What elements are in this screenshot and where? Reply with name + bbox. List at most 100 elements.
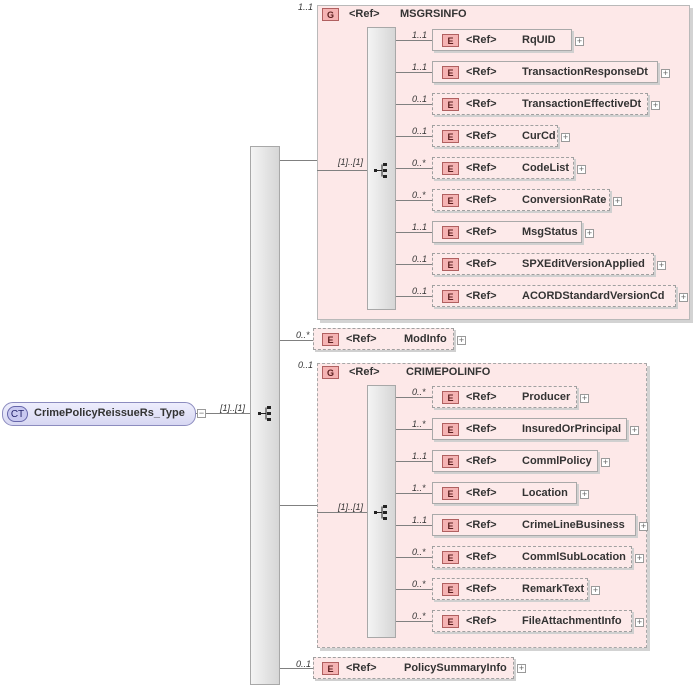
element-badge: E <box>442 423 459 436</box>
root-sequence-cardinality: [1]..[1] <box>220 403 246 413</box>
connector <box>317 170 367 171</box>
element-commlsublocation[interactable]: E<Ref>CommlSubLocation <box>432 546 632 568</box>
element-badge: E <box>322 662 339 675</box>
element-spxeditversionapplied[interactable]: E<Ref>SPXEditVersionApplied <box>432 253 654 275</box>
expand-toggle[interactable]: + <box>639 521 648 531</box>
element-curcd[interactable]: E<Ref>CurCd <box>432 125 558 147</box>
element-modinfo[interactable] <box>313 328 454 350</box>
element-name: RqUID <box>522 34 556 46</box>
expand-toggle[interactable]: + <box>661 68 670 78</box>
element-cardinality: 1..* <box>412 483 426 493</box>
expand-toggle[interactable]: + <box>585 228 594 238</box>
element-ref-label: <Ref> <box>466 455 497 467</box>
element-cardinality: 1..1 <box>412 30 428 40</box>
connector <box>396 525 432 526</box>
element-policysummaryinfo[interactable] <box>313 657 514 679</box>
element-name: CommlSubLocation <box>522 551 626 563</box>
expand-toggle[interactable]: + <box>575 36 584 46</box>
element-name: MsgStatus <box>522 226 578 238</box>
connector <box>279 505 317 506</box>
element-transactioneffectivedt[interactable]: E<Ref>TransactionEffectiveDt <box>432 93 648 115</box>
element-conversionrate[interactable]: E<Ref>ConversionRate <box>432 189 610 211</box>
connector <box>279 340 313 341</box>
element-badge: E <box>442 98 459 111</box>
element-insuredorprincipal[interactable]: E<Ref>InsuredOrPrincipal <box>432 418 627 440</box>
element-location[interactable]: E <Ref> Location <box>432 482 577 504</box>
element-cardinality: 1..1 <box>412 222 428 232</box>
root-type-box[interactable] <box>2 402 196 426</box>
connector <box>396 493 432 494</box>
expand-toggle[interactable]: + <box>679 292 688 302</box>
element-ref-label: <Ref> <box>466 391 497 403</box>
element-cardinality: 0..1 <box>412 94 428 104</box>
expand-toggle[interactable]: + <box>635 617 644 627</box>
element-badge: E <box>442 130 459 143</box>
expand-toggle[interactable]: + <box>591 585 600 595</box>
element-badge: E <box>442 551 459 564</box>
connector <box>396 296 432 297</box>
expand-toggle[interactable]: + <box>635 553 644 563</box>
sequence-icon <box>374 163 387 178</box>
element-name: Location <box>522 487 568 499</box>
expand-toggle[interactable]: + <box>651 100 660 110</box>
element-name: SPXEditVersionApplied <box>522 258 645 270</box>
element-name: CrimeLineBusiness <box>522 519 625 531</box>
element-msgstatus[interactable]: E<Ref>MsgStatus <box>432 221 582 243</box>
expand-toggle[interactable]: + <box>580 489 589 499</box>
connector <box>396 200 432 201</box>
complex-type-badge: CT <box>7 406 28 422</box>
element-acordstandardversioncd[interactable]: E<Ref>ACORDStandardVersionCd <box>432 285 676 307</box>
element-cardinality: 1..1 <box>412 515 428 525</box>
group-ref-label: <Ref> <box>349 8 380 20</box>
element-codelist[interactable]: E<Ref>CodeList <box>432 157 574 179</box>
element-name: ACORDStandardVersionCd <box>522 290 665 302</box>
element-cardinality: 1..* <box>412 419 426 429</box>
element-ref-label: <Ref> <box>346 333 377 345</box>
element-badge: E <box>442 226 459 239</box>
root-type-name: CrimePolicyReissueRs_Type <box>34 407 185 419</box>
element-cardinality: 0..* <box>412 387 426 397</box>
element-ref-label: <Ref> <box>466 290 497 302</box>
element-badge: E <box>442 487 459 500</box>
expand-toggle[interactable]: + <box>580 393 589 403</box>
element-badge: E <box>442 391 459 404</box>
element-cardinality: 0..* <box>296 330 310 340</box>
element-cardinality: 0..* <box>412 547 426 557</box>
element-cardinality: 0..* <box>412 190 426 200</box>
group-name: CRIMEPOLINFO <box>406 366 491 378</box>
connector <box>317 512 367 513</box>
expand-toggle[interactable]: + <box>517 663 526 673</box>
element-fileattachmentinfo[interactable]: E<Ref>FileAttachmentInfo <box>432 610 632 632</box>
element-ref-label: <Ref> <box>466 258 497 270</box>
expand-toggle[interactable]: + <box>577 164 586 174</box>
element-remarktext[interactable]: E<Ref>RemarkText <box>432 578 588 600</box>
element-ref-label: <Ref> <box>466 423 497 435</box>
connector <box>396 72 432 73</box>
element-cardinality: 0..* <box>412 611 426 621</box>
element-ref-label: <Ref> <box>466 487 497 499</box>
expand-toggle[interactable]: + <box>457 335 466 345</box>
collapse-toggle[interactable]: − <box>197 408 206 418</box>
connector <box>396 168 432 169</box>
expand-toggle[interactable]: + <box>613 196 622 206</box>
main-sequence-bar[interactable] <box>250 146 280 685</box>
element-rquid[interactable]: E<Ref>RqUID <box>432 29 572 51</box>
element-name: ModInfo <box>404 333 447 345</box>
element-name: CodeList <box>522 162 570 174</box>
expand-toggle[interactable]: + <box>561 132 570 142</box>
element-name: TransactionEffectiveDt <box>522 98 642 110</box>
element-ref-label: <Ref> <box>466 519 497 531</box>
connector <box>396 397 432 398</box>
expand-toggle[interactable]: + <box>601 457 610 467</box>
connector <box>196 413 250 414</box>
element-badge: E <box>322 333 339 346</box>
element-commlpolicy[interactable]: E<Ref>CommlPolicy <box>432 450 598 472</box>
element-crimelinebusiness[interactable]: E<Ref>CrimeLineBusiness <box>432 514 636 536</box>
element-producer[interactable]: E<Ref>Producer <box>432 386 577 408</box>
expand-toggle[interactable]: + <box>657 260 666 270</box>
element-name: CommlPolicy <box>522 455 592 467</box>
expand-toggle[interactable]: + <box>630 425 639 435</box>
element-ref-label: <Ref> <box>466 194 497 206</box>
element-transactionresponsedt[interactable]: E<Ref>TransactionResponseDt <box>432 61 658 83</box>
connector <box>396 589 432 590</box>
